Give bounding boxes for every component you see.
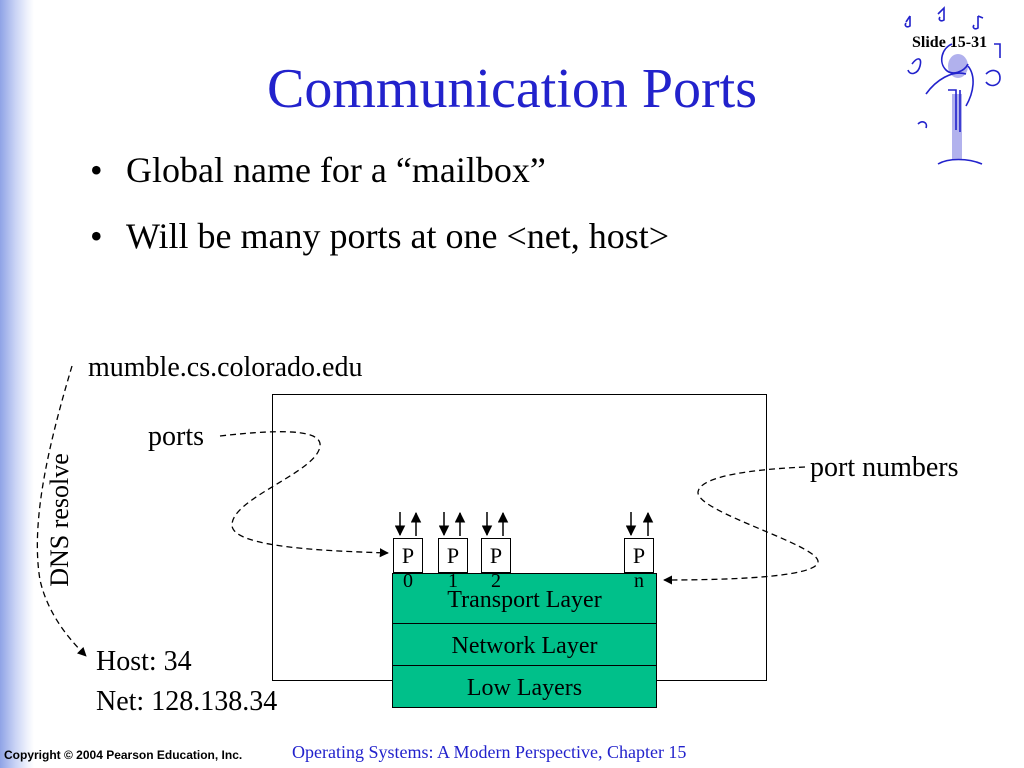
net-number-label: Net: 128.138.34: [96, 686, 278, 717]
port-numbers-label: port numbers: [810, 452, 959, 483]
copyright-footer: Copyright © 2004 Pearson Education, Inc.: [4, 748, 243, 762]
low-layers: Low Layers: [392, 665, 657, 708]
port-number-0: 0: [403, 570, 413, 592]
port-number-n: n: [634, 570, 644, 592]
transport-layer: Transport Layer: [392, 573, 657, 624]
slide-sidebar-gradient: [0, 0, 34, 768]
port-box-1: P: [438, 538, 468, 573]
ports-connector: [219, 431, 389, 558]
hostname-label: mumble.cs.colorado.edu: [88, 352, 363, 383]
bullet-list: Global name for a “mailbox” Will be many…: [86, 148, 669, 280]
bullet-item: Global name for a “mailbox”: [86, 148, 669, 192]
bullet-item: Will be many ports at one <net, host>: [86, 214, 669, 258]
ports-label: ports: [148, 421, 204, 452]
port-box-n: P: [624, 538, 654, 573]
port-numbers-connector: [663, 466, 819, 585]
slide-title: Communication Ports: [267, 58, 757, 120]
dns-resolve-connector: [36, 365, 87, 657]
port-number-1: 1: [448, 570, 458, 592]
slide-number: Slide 15-31: [912, 34, 988, 51]
port-box-2: P: [481, 538, 511, 573]
port-number-2: 2: [491, 570, 501, 592]
network-layer: Network Layer: [392, 623, 657, 666]
music-notes-figure-icon: [898, 4, 1018, 179]
port-box-0: P: [393, 538, 423, 573]
course-footer: Operating Systems: A Modern Perspective,…: [292, 742, 687, 762]
host-number-label: Host: 34: [96, 646, 192, 677]
